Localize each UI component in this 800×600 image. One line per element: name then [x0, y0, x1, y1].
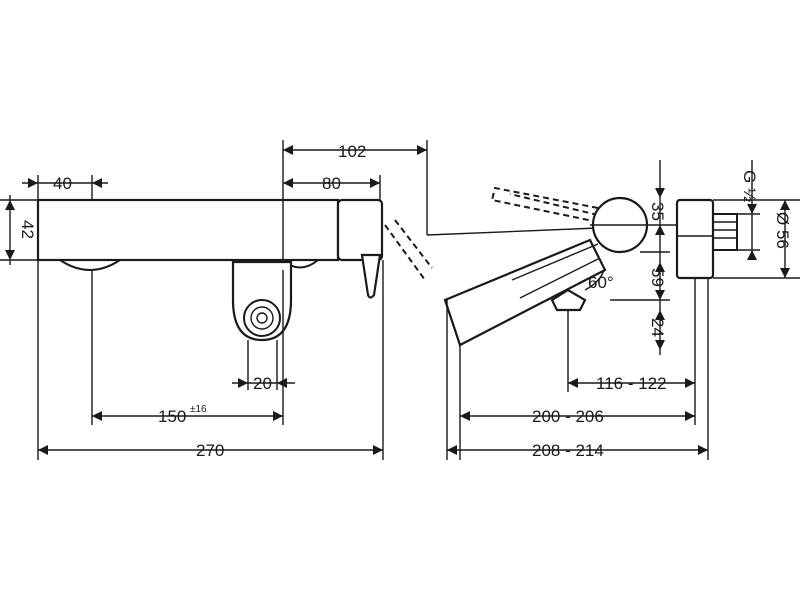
arrow: [685, 411, 695, 421]
dim-label-thread: G ½: [740, 170, 759, 202]
wall-connector: [712, 213, 738, 251]
dim-label-150: 150: [158, 407, 186, 426]
dim-tolerance-150: ±16: [190, 404, 207, 415]
dim-label-24: 24: [648, 318, 667, 337]
view-connector-line: [426, 227, 599, 236]
arrow: [38, 445, 48, 455]
end-cap: [336, 198, 384, 262]
arrow: [655, 310, 665, 320]
spout-inner-line: [511, 243, 599, 281]
dim-label-40: 40: [53, 174, 72, 193]
mixer-body: [36, 198, 340, 262]
lever-motion-path-2: [394, 219, 433, 269]
arrow: [373, 445, 383, 455]
arrow: [283, 145, 293, 155]
wall-plate: [675, 198, 715, 280]
dim-label-200: 200 - 206: [532, 407, 604, 426]
lever-handle: [360, 253, 382, 299]
arrow: [655, 340, 665, 350]
arrow: [747, 204, 757, 214]
left-wall-mount: [59, 259, 121, 271]
spout-alternate-inner: [509, 193, 599, 216]
arrow: [655, 225, 665, 235]
spout-alternate-position: [490, 186, 599, 223]
dim-label-208: 208 - 214: [532, 441, 604, 460]
spout-inner-line-2: [519, 257, 601, 299]
dim-label-270: 270: [196, 441, 224, 460]
arrow: [238, 378, 248, 388]
front-view: 40 42 102 80 20 150 ±16 270: [0, 140, 433, 460]
arrow: [747, 250, 757, 260]
arrow: [655, 188, 665, 198]
arrow: [283, 178, 293, 188]
arrow: [5, 250, 15, 260]
arrow: [460, 411, 470, 421]
spout-body: [443, 238, 607, 347]
dim-label-20: 20: [253, 374, 272, 393]
arrow: [92, 178, 102, 188]
arrow: [28, 178, 38, 188]
arrow: [92, 411, 102, 421]
arrow: [370, 178, 380, 188]
angle-arc: [584, 269, 605, 291]
aerator-outer: [243, 299, 281, 337]
side-view: 35 59 24 60° G ½ Ø 56 116 - 122 200 - 20: [443, 160, 800, 460]
aerator-center: [256, 312, 268, 324]
arrow: [417, 145, 427, 155]
lever-motion-path: [384, 224, 426, 281]
arrow: [277, 378, 287, 388]
dim-label-42: 42: [18, 220, 37, 239]
arrow: [655, 262, 665, 272]
dim-label-102: 102: [338, 142, 366, 161]
arrow: [655, 290, 665, 300]
dim-label-diameter: Ø 56: [773, 212, 792, 249]
aerator-inner: [250, 306, 274, 330]
dim-label-59: 59: [648, 268, 667, 287]
arrow: [685, 378, 695, 388]
arrow: [780, 200, 790, 210]
arrow: [568, 378, 578, 388]
arrow: [447, 445, 457, 455]
dim-label-80: 80: [322, 174, 341, 193]
arrow: [780, 268, 790, 278]
dim-label-angle: 60°: [588, 273, 614, 292]
arrow: [5, 200, 15, 210]
dim-label-116: 116 - 122: [596, 374, 667, 393]
arrow: [273, 411, 283, 421]
dim-label-35: 35: [648, 202, 667, 221]
spout-outlet: [550, 288, 587, 312]
arrow: [698, 445, 708, 455]
